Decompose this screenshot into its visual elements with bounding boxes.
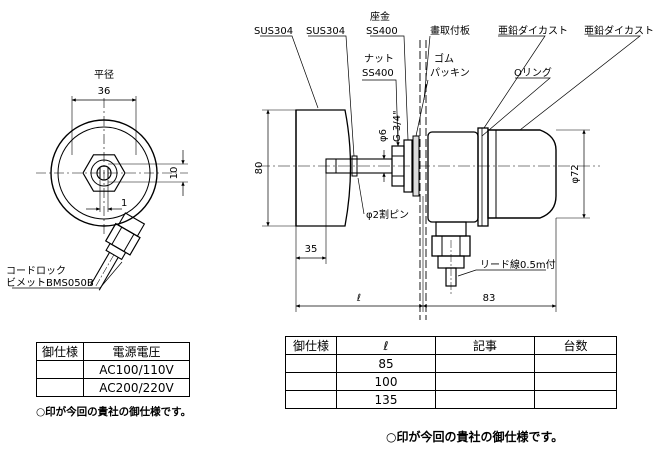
label-pin: φ2割ピン xyxy=(366,208,409,221)
leader-pin xyxy=(357,177,365,215)
dim-l-text: ℓ xyxy=(357,293,361,304)
table-row: AC100/110V xyxy=(36,360,190,379)
flat-label: 平径 xyxy=(94,68,114,81)
spec-select-cell[interactable] xyxy=(36,378,84,397)
table-row: 135 xyxy=(285,390,617,409)
dim-83-text: 83 xyxy=(483,293,496,304)
label-zinc-left: 亜鉛ダイカスト xyxy=(498,24,568,37)
dim-36-text: 36 xyxy=(98,86,111,97)
float-body xyxy=(295,109,352,227)
side-view xyxy=(258,35,642,320)
label-lead: リード線0.5m付 xyxy=(480,258,556,271)
leader-rubber xyxy=(415,79,429,137)
quantity-cell[interactable] xyxy=(534,390,617,409)
housing-step xyxy=(477,127,489,227)
header-quantity: 台数 xyxy=(534,336,617,355)
notes-cell[interactable] xyxy=(435,390,535,409)
hex-nut xyxy=(82,154,126,192)
length-cell: 135 xyxy=(336,390,436,409)
dim-phi6-text: φ6 xyxy=(378,129,389,142)
leader-plate xyxy=(423,35,431,101)
cord-lock-label-1: コードロック xyxy=(6,265,66,277)
leader-sus304-left xyxy=(260,35,319,109)
voltage-spec-table: 御仕様 電源電圧 AC100/110V AC200/220V xyxy=(36,342,190,397)
cable-gland xyxy=(431,221,471,296)
spec-select-cell[interactable] xyxy=(285,390,337,409)
leader-zinc-right xyxy=(519,35,642,131)
header-length: ℓ xyxy=(336,336,436,355)
quantity-cell[interactable] xyxy=(534,354,617,373)
split-pin xyxy=(351,155,358,177)
dim-1-text: 1 xyxy=(121,198,127,209)
table-row: AC200/220V xyxy=(36,378,190,397)
header-spec: 御仕様 xyxy=(36,342,84,361)
cord-lock-label-2: ビメットBMS050B xyxy=(6,277,94,289)
shaft-circle xyxy=(96,165,112,181)
cord-lock-leader xyxy=(12,261,123,289)
front-inner-circle xyxy=(57,126,151,220)
table-row: 85 xyxy=(285,354,617,373)
label-seat-material: SS400 xyxy=(366,26,398,37)
spec-select-cell[interactable] xyxy=(285,372,337,391)
voltage-cell: AC100/110V xyxy=(83,360,190,379)
label-rubber: ゴム xyxy=(434,52,454,65)
spec-select-cell[interactable] xyxy=(36,360,84,379)
label-seat: 座金 xyxy=(370,10,390,23)
length-spec-table: 御仕様 ℓ 記事 台数 85 100 135 xyxy=(285,336,617,409)
rubber-packing xyxy=(412,135,420,197)
front-outer-circle xyxy=(50,119,158,227)
hex-inner-circle xyxy=(90,159,118,187)
quantity-cell[interactable] xyxy=(534,372,617,391)
dim-10-text: 10 xyxy=(169,167,180,180)
cord-lock xyxy=(90,212,146,291)
label-sus304-right: SUS304 xyxy=(306,26,345,37)
table-row: 100 xyxy=(285,372,617,391)
front-view xyxy=(12,96,188,291)
label-plate: 畫取付板 xyxy=(430,24,470,37)
notes-cell[interactable] xyxy=(435,354,535,373)
table-header-row: 御仕様 ℓ 記事 台数 xyxy=(285,336,617,355)
housing-cap xyxy=(487,129,557,219)
leader-sus304-right xyxy=(308,35,355,157)
voltage-cell: AC200/220V xyxy=(83,378,190,397)
header-notes: 記事 xyxy=(435,336,535,355)
dim-g34-text: G 3/4" xyxy=(392,110,403,142)
header-spec: 御仕様 xyxy=(285,336,337,355)
label-nut: ナット xyxy=(364,53,394,65)
label-packing: パッキン xyxy=(430,67,470,79)
label-nut-material: SS400 xyxy=(362,68,394,79)
dim-phi72-text: φ72 xyxy=(570,164,581,183)
leader-lead xyxy=(457,269,546,277)
length-cell: 85 xyxy=(336,354,436,373)
leader-seat xyxy=(370,35,409,141)
table-header-row: 御仕様 電源電圧 xyxy=(36,342,190,361)
label-zinc-right: 亜鉛ダイカスト xyxy=(584,24,654,37)
leader-nut xyxy=(362,79,399,147)
notes-cell[interactable] xyxy=(435,372,535,391)
header-voltage: 電源電圧 xyxy=(83,342,190,361)
housing-flange xyxy=(427,131,479,223)
spec-select-cell[interactable] xyxy=(285,354,337,373)
leader-zinc-left xyxy=(483,35,546,129)
length-cell: 100 xyxy=(336,372,436,391)
dim-80-text: 80 xyxy=(254,162,265,175)
length-note: ○印が今回の貴社の御仕様です。 xyxy=(386,430,564,444)
leader-oring xyxy=(481,77,551,137)
dim-35-text: 35 xyxy=(305,244,318,255)
voltage-note: ○印が今回の貴社の御仕様です。 xyxy=(36,406,192,418)
label-sus304-left: SUS304 xyxy=(254,26,293,37)
label-oring: Oリング xyxy=(514,66,552,79)
